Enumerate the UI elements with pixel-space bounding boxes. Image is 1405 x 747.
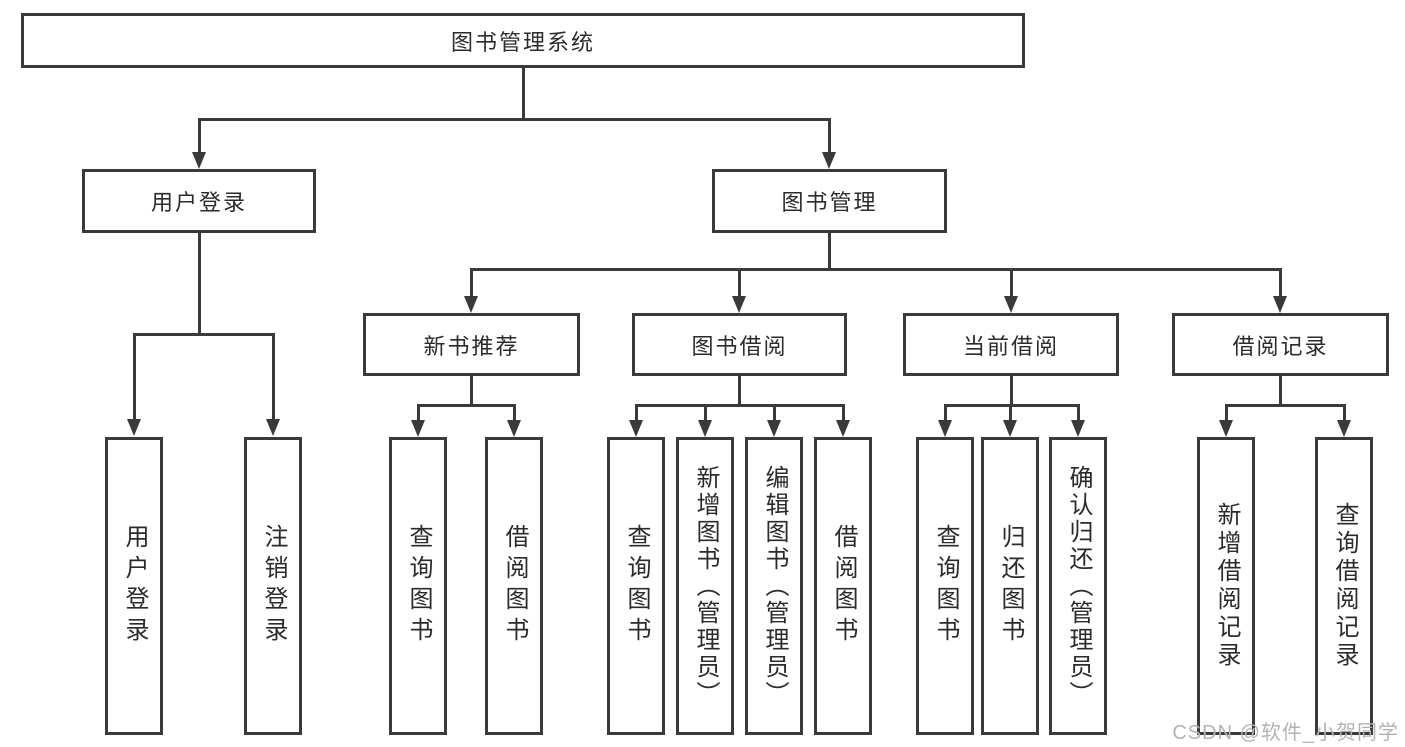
leaf-edit-books-admin: 编辑图书（管理员） xyxy=(745,437,803,735)
connector-line xyxy=(198,233,201,336)
arrowhead xyxy=(836,420,850,437)
connector-line xyxy=(1279,268,1282,297)
connector-line xyxy=(417,404,420,421)
connector-line xyxy=(738,268,741,297)
connector-line xyxy=(842,404,845,421)
connector-line xyxy=(417,404,516,407)
connector-line xyxy=(635,404,638,421)
connector-line xyxy=(470,376,473,407)
leaf-query-books: 查询图书 xyxy=(607,437,665,735)
leaf-borrow-books: 借阅图书 xyxy=(485,437,543,735)
leaf-query-borrow-record: 查询借阅记录 xyxy=(1315,437,1373,735)
connector-line xyxy=(272,333,275,420)
connector-line xyxy=(522,68,525,120)
connector-line xyxy=(1225,404,1346,407)
leaf-return-books: 归还图书 xyxy=(981,437,1039,735)
connector-line xyxy=(1009,404,1012,421)
connector-line xyxy=(1010,268,1013,297)
connector-line xyxy=(704,404,707,421)
leaf-confirm-return-admin: 确认归还（管理员） xyxy=(1049,437,1107,735)
node-book-management: 图书管理 xyxy=(712,169,947,233)
node-current-borrow: 当前借阅 xyxy=(903,313,1119,376)
leaf-add-books-admin: 新增图书（管理员） xyxy=(676,437,734,735)
connector-line xyxy=(470,268,1282,271)
arrowhead xyxy=(1273,296,1287,313)
connector-line xyxy=(133,333,136,420)
arrowhead xyxy=(732,296,746,313)
arrowhead xyxy=(127,419,141,436)
leaf-query-books: 查询图书 xyxy=(916,437,974,735)
node-new-book-recommend: 新书推荐 xyxy=(363,313,580,376)
leaf-add-borrow-record: 新增借阅记录 xyxy=(1197,437,1255,735)
connector-line xyxy=(1343,404,1346,421)
connector-line xyxy=(513,404,516,421)
arrowhead xyxy=(464,296,478,313)
connector-line xyxy=(1225,404,1228,421)
arrowhead xyxy=(938,420,952,437)
node-user-login: 用户登录 xyxy=(82,169,316,233)
arrowhead xyxy=(698,420,712,437)
connector-line xyxy=(635,404,845,407)
arrowhead xyxy=(411,420,425,437)
node-library-management-system: 图书管理系统 xyxy=(21,13,1025,68)
connector-line xyxy=(828,233,831,271)
arrowhead xyxy=(1337,420,1351,437)
arrowhead xyxy=(822,152,836,169)
arrowhead xyxy=(1003,420,1017,437)
connector-line xyxy=(944,404,947,421)
leaf-query-books: 查询图书 xyxy=(389,437,447,735)
leaf-borrow-books: 借阅图书 xyxy=(814,437,872,735)
arrowhead xyxy=(1071,420,1085,437)
connector-line xyxy=(944,404,1080,407)
watermark: CSDN @软件_小贺同学 xyxy=(1172,722,1399,744)
connector-line xyxy=(133,333,275,336)
arrowhead xyxy=(767,420,781,437)
connector-line xyxy=(738,376,741,407)
connector-line xyxy=(828,118,831,153)
connector-line xyxy=(773,404,776,421)
connector-line xyxy=(1077,404,1080,421)
connector-line xyxy=(198,118,831,121)
connector-line xyxy=(470,268,473,297)
node-borrow-records: 借阅记录 xyxy=(1172,313,1389,376)
arrowhead xyxy=(1219,420,1233,437)
leaf-user-login: 用户登录 xyxy=(105,437,163,735)
leaf-logout: 注销登录 xyxy=(244,437,302,735)
arrowhead xyxy=(266,419,280,436)
connector-line xyxy=(1010,376,1013,407)
arrowhead xyxy=(629,420,643,437)
arrowhead xyxy=(192,152,206,169)
arrowhead xyxy=(507,420,521,437)
node-book-borrow: 图书借阅 xyxy=(632,313,847,376)
connector-line xyxy=(1279,376,1282,407)
connector-line xyxy=(198,118,201,153)
arrowhead xyxy=(1004,296,1018,313)
